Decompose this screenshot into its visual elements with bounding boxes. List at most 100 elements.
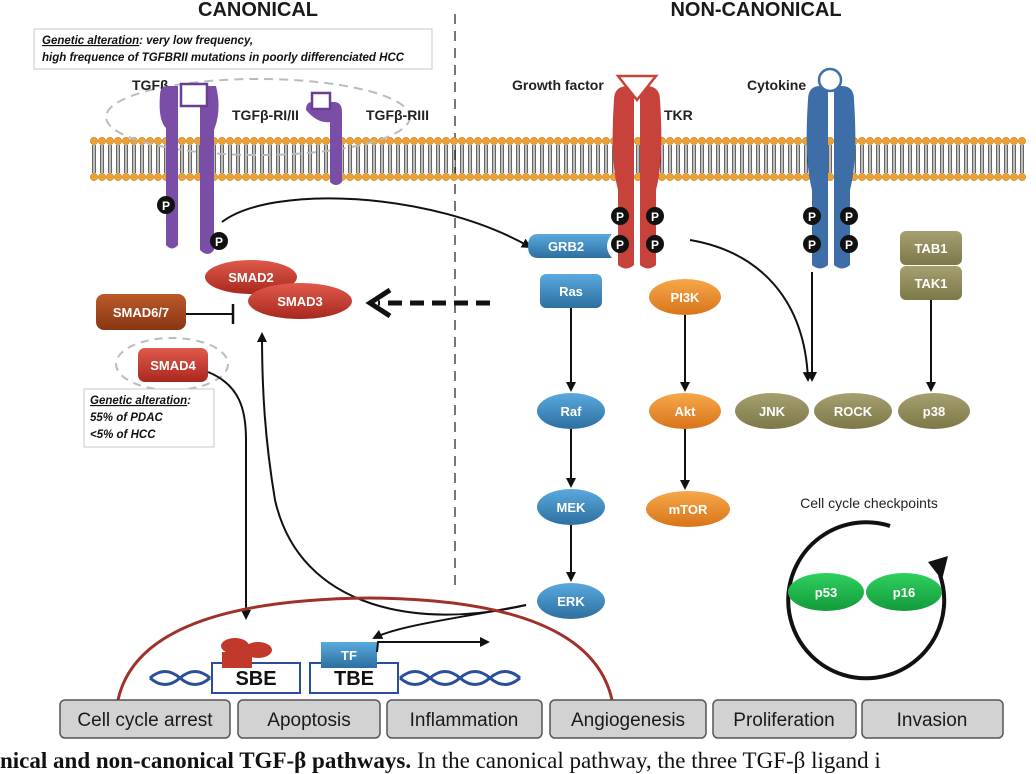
ras-label: Ras — [559, 284, 583, 299]
canonical-alteration-note — [33, 28, 433, 70]
ras-node — [540, 274, 602, 308]
non-canonical-title: NON-CANONICAL — [670, 0, 841, 21]
akt-label: Akt — [675, 404, 697, 419]
pi3k-node — [649, 279, 721, 315]
tf-label: TF — [341, 648, 357, 663]
svg-text:P: P — [162, 199, 170, 213]
smad-complex-on-dna — [221, 638, 272, 668]
outcome-label: Inflammation — [410, 710, 519, 731]
tak1-label: TAK1 — [915, 276, 948, 291]
jnk-label: JNK — [759, 404, 786, 419]
outcome-apoptosis — [237, 699, 381, 739]
tgfb-ligand — [179, 82, 209, 108]
outcome-row: Cell cycle arrest Apoptosis Inflammation… — [59, 699, 1004, 739]
canonical-title: CANONICAL — [198, 0, 318, 21]
p53-label: p53 — [815, 585, 837, 600]
tf-node — [321, 642, 377, 668]
canonical-note-line2: high frequence of TGFBRII mutations in p… — [42, 52, 405, 64]
smad2-label: SMAD2 — [228, 270, 274, 285]
smad4-label: SMAD4 — [150, 358, 196, 373]
phospho-tgfb-1: P — [157, 196, 175, 214]
tkr-label: TKR — [664, 107, 693, 123]
smad4-note-line1: 55% of PDAC — [90, 412, 164, 424]
mek-label: MEK — [557, 500, 587, 515]
dna-helix — [149, 670, 521, 686]
receptor-complex-highlight — [105, 78, 411, 156]
outcome-label: Angiogenesis — [571, 710, 685, 731]
erk-label: ERK — [557, 594, 585, 609]
arrow-erk-to-smad — [257, 332, 527, 616]
tak1-node — [900, 266, 962, 300]
grb2-label: GRB2 — [548, 239, 584, 254]
smad3-node — [248, 283, 352, 319]
svg-text:P: P — [616, 238, 624, 252]
pi3k-label: PI3K — [671, 290, 701, 305]
raf-node — [537, 393, 605, 429]
outcome-proliferation — [712, 699, 857, 739]
cell-membrane — [90, 137, 1026, 181]
tkr-receptor — [612, 74, 662, 269]
svg-text:P: P — [215, 235, 223, 249]
outcome-invasion — [861, 699, 1004, 739]
svg-text:P: P — [651, 210, 659, 224]
jnk-node — [735, 393, 809, 429]
p53-node — [788, 573, 864, 611]
tbe-label: TBE — [334, 668, 374, 690]
akt-node — [649, 393, 721, 429]
tgfb-receptor — [159, 82, 342, 254]
arrow-tkr-to-jnk — [689, 239, 813, 382]
arrow-receptor-to-grb2 — [221, 197, 532, 248]
growth-factor-ligand — [615, 74, 659, 103]
phospho-tgfb-2: P — [210, 232, 228, 250]
tab1-node — [900, 231, 962, 265]
cytokine-ligand — [817, 67, 843, 93]
cell-cycle-label: Cell cycle checkpoints — [800, 495, 938, 511]
growth-factor-label: Growth factor — [512, 77, 604, 93]
caption-bold: nical and non-canonical TGF-β pathways. — [0, 748, 412, 773]
rock-label: ROCK — [834, 404, 873, 419]
smad4-node — [138, 348, 208, 382]
mtor-node — [646, 491, 730, 527]
grb2-node — [528, 234, 612, 258]
figure-caption: nical and non-canonical TGF-β pathways. … — [0, 748, 1036, 774]
svg-text:P: P — [808, 238, 816, 252]
rock-node — [814, 393, 892, 429]
cytokine-label: Cytokine — [747, 77, 806, 93]
svg-text:P: P — [808, 210, 816, 224]
tgfb-r3-label: TGFβ-RIII — [366, 107, 429, 123]
smad67-node — [96, 294, 186, 330]
tgfb-r12-label: TGFβ-RI/II — [232, 107, 299, 123]
p38-node — [898, 393, 970, 429]
phospho-cytokine: P P P P — [803, 207, 858, 253]
tab1-label: TAB1 — [915, 241, 948, 256]
smad67-label: SMAD6/7 — [113, 305, 169, 320]
phospho-tkr: P P P P — [611, 207, 664, 253]
outcome-label: Apoptosis — [267, 710, 350, 731]
canonical-note-line1: Genetic alteration: very low frequency, — [42, 35, 253, 47]
transcription-arrow — [376, 637, 490, 653]
erk-node — [537, 583, 605, 619]
caption-rest: In the canonical pathway, the three TGF-… — [411, 748, 881, 773]
mtor-label: mTOR — [669, 502, 708, 517]
smad4-note-heading: Genetic alteration: — [90, 395, 191, 407]
dashed-arrow-head — [365, 287, 392, 319]
outcome-label: Cell cycle arrest — [77, 710, 213, 731]
smad3-label: SMAD3 — [277, 294, 323, 309]
mek-node — [537, 489, 605, 525]
svg-text:P: P — [845, 210, 853, 224]
outcome-angiogenesis — [549, 699, 707, 739]
smad4-alteration-note — [83, 388, 215, 448]
nucleus-envelope — [116, 596, 614, 701]
outcome-label: Proliferation — [733, 710, 834, 731]
svg-text:P: P — [616, 210, 624, 224]
sbe-label: SBE — [235, 668, 276, 690]
tgfb-label: TGFβ — [132, 77, 169, 93]
svg-text:P: P — [651, 238, 659, 252]
outcome-label: Invasion — [897, 710, 968, 731]
smad4-highlight — [115, 337, 229, 391]
p16-node — [866, 573, 942, 611]
cell-cycle-arrowhead — [928, 556, 948, 580]
pathway-diagram: CANONICAL NON-CANONICAL Genetic alterati… — [33, 0, 1026, 739]
svg-text:P: P — [845, 238, 853, 252]
